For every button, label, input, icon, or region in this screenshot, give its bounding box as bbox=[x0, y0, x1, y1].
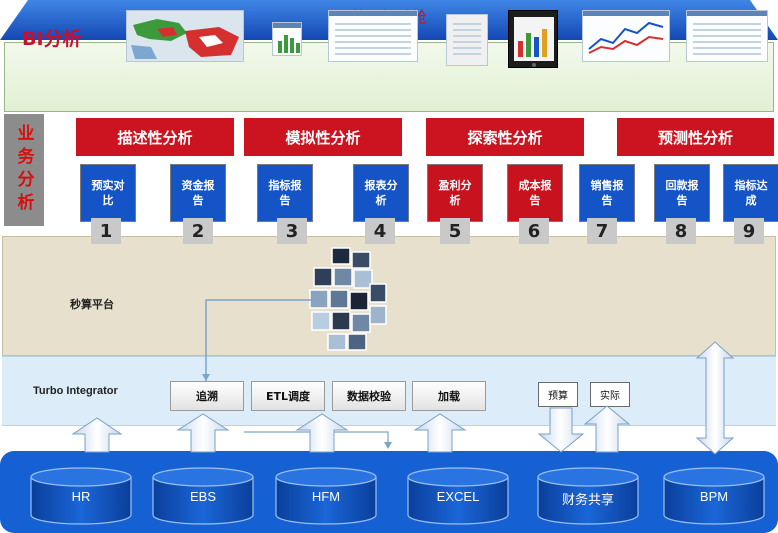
report-box: 报表分析 bbox=[353, 164, 409, 222]
grid-report-thumbnail bbox=[328, 10, 418, 62]
source-bpm: BPM bbox=[699, 489, 729, 504]
report-box: 成本报告 bbox=[507, 164, 563, 222]
up-arrow-icon bbox=[71, 405, 631, 453]
source-hr: HR bbox=[71, 489, 91, 504]
map-report-thumbnail bbox=[126, 10, 244, 62]
data-validation-button[interactable]: 数据校验 bbox=[332, 381, 406, 411]
actual-button[interactable]: 实际 bbox=[590, 382, 630, 407]
source-shared-finance: 财务共享 bbox=[561, 492, 614, 507]
report-number: 4 bbox=[365, 218, 395, 244]
report-box: 资金报告 bbox=[170, 164, 226, 222]
source-excel: EXCEL bbox=[436, 489, 480, 504]
platform-label: 秒算平台 bbox=[70, 298, 114, 311]
table-report-thumbnail bbox=[686, 10, 768, 62]
turbo-integrator-label: Turbo Integrator bbox=[33, 385, 118, 397]
report-number: 1 bbox=[91, 218, 121, 244]
report-number: 5 bbox=[440, 218, 470, 244]
report-number: 3 bbox=[277, 218, 307, 244]
report-box: 指标达成 bbox=[723, 164, 778, 222]
report-number: 2 bbox=[183, 218, 213, 244]
report-number: 7 bbox=[587, 218, 617, 244]
trace-button[interactable]: 追溯 bbox=[170, 381, 244, 411]
mobile-chart-thumbnail bbox=[272, 22, 302, 56]
load-button[interactable]: 加载 bbox=[412, 381, 486, 411]
budget-button[interactable]: 预算 bbox=[538, 382, 578, 407]
report-number: 9 bbox=[734, 218, 764, 244]
category-predictive: 预测性分析 bbox=[617, 118, 774, 156]
down-arrow-icon bbox=[537, 407, 585, 453]
computing-platform-band bbox=[2, 236, 776, 356]
etl-schedule-button[interactable]: ETL调度 bbox=[251, 381, 325, 411]
double-arrow-icon bbox=[695, 341, 735, 455]
bi-label: BI分析 bbox=[22, 28, 82, 50]
source-ebs: EBS bbox=[189, 489, 216, 504]
analysis-chart-thumbnail bbox=[582, 10, 670, 62]
business-analysis-label: 业务分析 bbox=[4, 114, 44, 226]
category-simulation: 模拟性分析 bbox=[244, 118, 402, 156]
report-number: 6 bbox=[519, 218, 549, 244]
document-stack-thumbnail bbox=[446, 14, 488, 66]
report-number: 8 bbox=[666, 218, 696, 244]
report-box: 指标报告 bbox=[257, 164, 313, 222]
report-box: 盈利分析 bbox=[427, 164, 483, 222]
tablet-dashboard-thumbnail bbox=[508, 10, 558, 68]
category-descriptive: 描述性分析 bbox=[76, 118, 234, 156]
source-hfm: HFM bbox=[311, 489, 341, 504]
report-box: 回款报告 bbox=[654, 164, 710, 222]
database-icon bbox=[30, 467, 765, 525]
report-box: 销售报告 bbox=[579, 164, 635, 222]
category-exploratory: 探索性分析 bbox=[426, 118, 584, 156]
olap-cube-icon bbox=[309, 247, 387, 351]
